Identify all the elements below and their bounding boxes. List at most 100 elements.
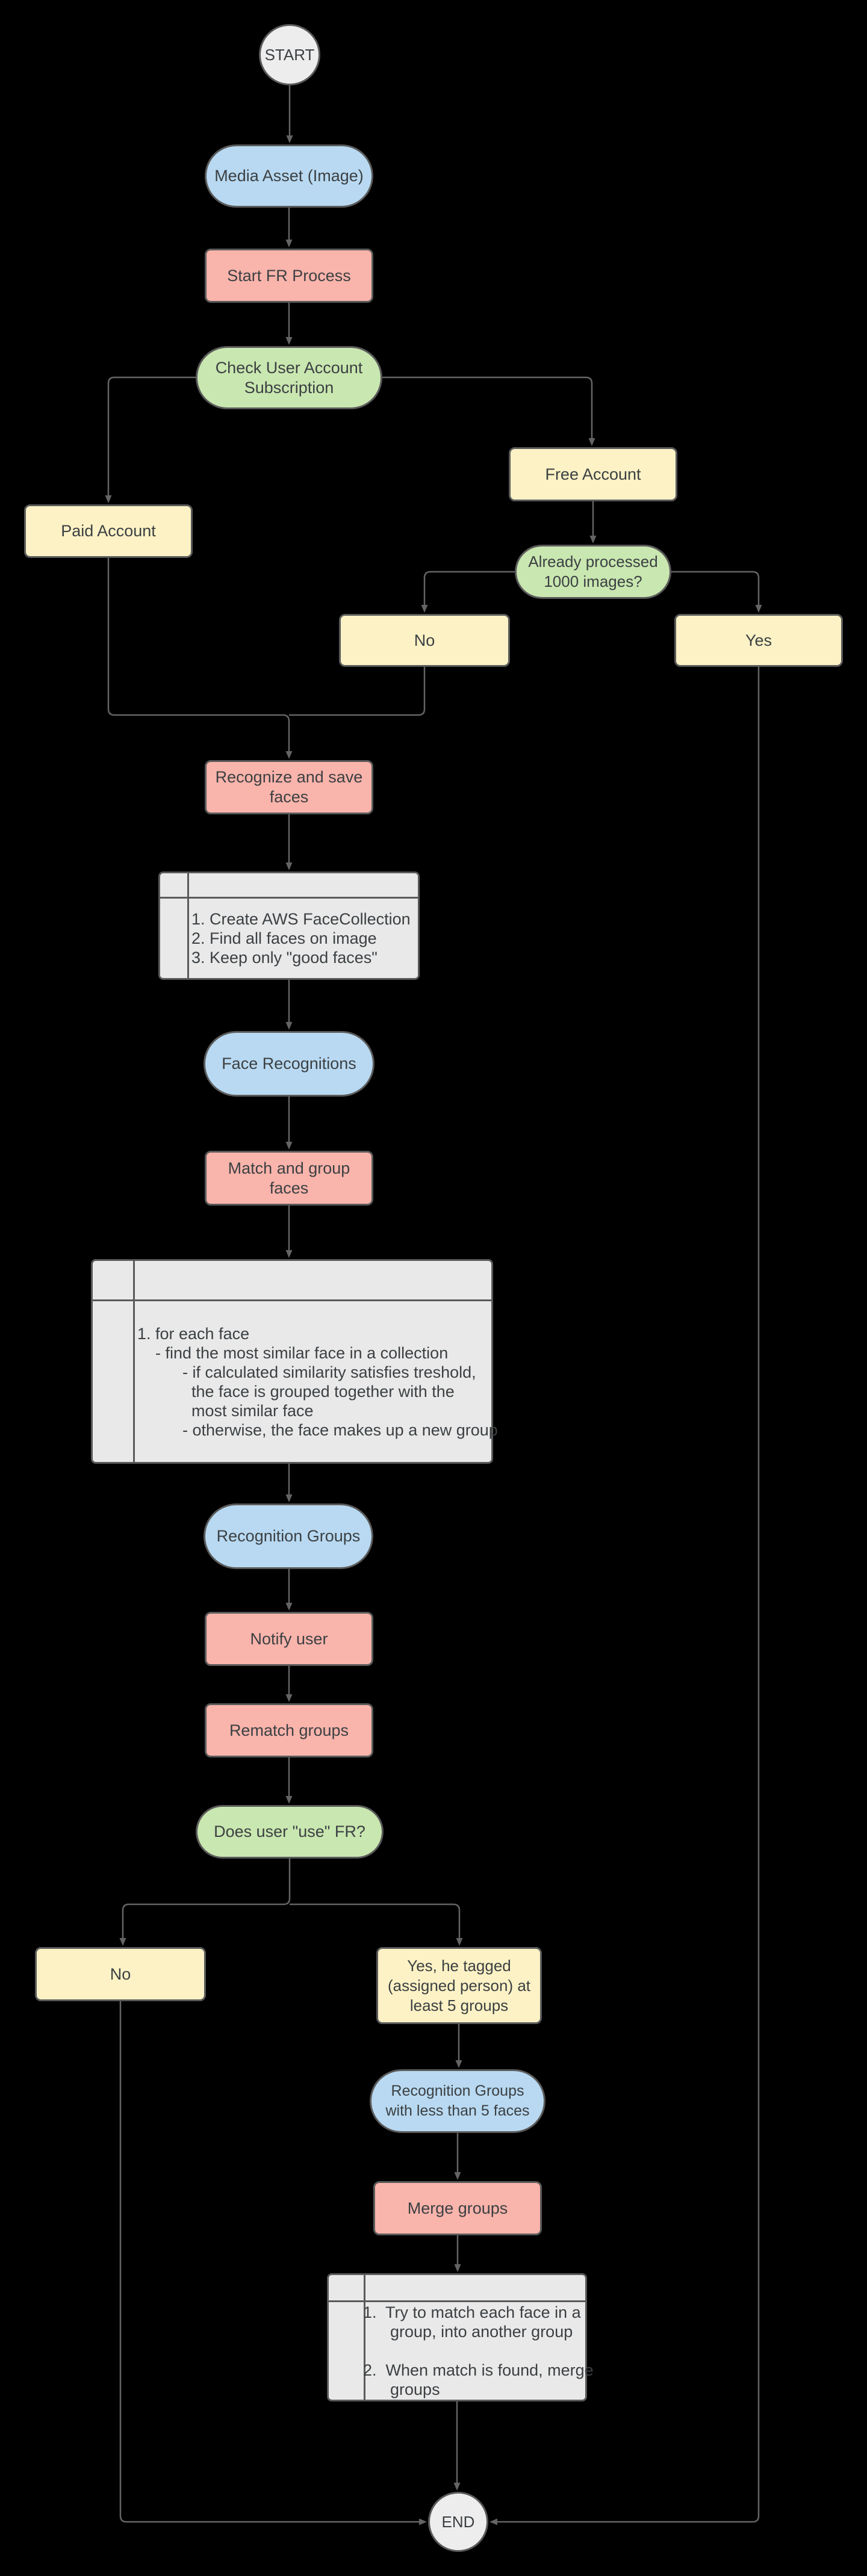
arrowhead-notify-to-rematch [285,1694,293,1702]
node-recognize-save-faces: Recognize and save faces [205,760,373,814]
arrowhead-check-to-free [588,438,595,446]
arrowhead-check-to-paid [105,495,112,503]
arrowhead-already-to-no1 [421,605,428,613]
note-line: 1. for each face [137,1324,250,1343]
node-label: Rematch groups [229,1721,349,1739]
arrowhead-media-to-startfr [285,240,293,247]
node-media-asset: Media Asset (Image) [205,144,373,208]
node-label: START [264,45,315,64]
arrowhead-start-to-media [286,135,293,143]
node-rematch-groups: Rematch groups [205,1703,373,1757]
node-face-recognitions: Face Recognitions [204,1031,374,1097]
note-line: - find the most similar face in a collec… [137,1343,449,1362]
node-label: Merge groups [407,2199,508,2217]
arrowhead-facerec-to-match [285,1142,293,1150]
edge-no1-to-merge [289,667,426,716]
note-line: 3. Keep only "good faces" [191,949,378,967]
arrowhead-no2-to-end [419,2518,427,2525]
note-line: - otherwise, the face makes up a new gro… [137,1420,498,1439]
arrowhead-rematch-to-does [285,1796,293,1804]
arrowhead-note2-to-recgroups [285,1494,293,1502]
node-yes-1: Yes [674,614,843,667]
arrowhead-already-to-yes1 [755,605,762,613]
arrowhead-merge-to-note3 [454,2264,461,2272]
arrowhead-recgroups-to-notify [285,1603,293,1611]
node-label: Media Asset (Image) [214,167,364,185]
arrowhead-recognize-to-note1 [285,862,293,870]
note-body-text: 1. Try to match each face in a group, in… [363,2302,594,2400]
note-header-divider [160,897,418,899]
arrowhead-free-to-already [589,536,597,543]
node-label: Check User Account [215,358,363,377]
note-line: 1. Create AWS FaceCollection [191,910,411,928]
arrowhead-paid-merge-to-recognize [285,751,293,759]
node-label: Yes [745,631,772,649]
node-label: Does user "use" FR? [214,1822,365,1841]
arrowhead-yes1-to-end [489,2518,497,2525]
note-column-divider [187,873,189,978]
node-label: Yes, he tagged [407,1956,511,1975]
node-label: Face Recognitions [222,1054,356,1073]
note-line: 2. Find all faces on image [191,929,377,947]
node-recognition-groups: Recognition Groups [204,1503,373,1569]
note-header-divider [93,1299,491,1301]
arrowhead-match-to-note2 [285,1250,293,1258]
edge-check-to-free [382,376,593,440]
arrowhead-does-to-yestagged [456,1938,463,1946]
note-line: group, into another group [363,2323,573,2341]
node-end: END [428,2492,488,2552]
node-label: Match and group [228,1159,350,1177]
arrowhead-groups5-to-merge [454,2172,461,2180]
node-label: Recognition Groups [391,2082,524,2099]
edge-already-to-no1 [423,571,515,607]
note-body-text: 1. for each face - find the most similar… [137,1301,498,1462]
node-no-1: No [339,614,510,667]
node-label: (assigned person) at [387,1976,531,1995]
node-merge-groups: Merge groups [373,2181,542,2235]
node-paid-account: Paid Account [24,504,193,558]
note-line: - if calculated similarity satisfies tre… [137,1363,476,1381]
node-label: faces [269,788,309,806]
arrowhead-yestagged-to-groups5 [455,2060,462,2068]
edge-paid-merge-to-recognize [107,558,290,753]
node-no-2: No [35,1947,206,2001]
note-line: most similar face [137,1401,314,1420]
node-label: Subscription [244,378,334,397]
arrowhead-startfr-to-check [285,337,293,345]
node-label: Recognition Groups [216,1527,361,1545]
node-label: Start FR Process [227,266,351,285]
note-header-divider [329,2300,585,2302]
node-label: Free Account [545,465,641,483]
edge-yes1-to-end [496,667,760,2523]
node-does-user-use-fr: Does user "use" FR? [196,1805,384,1859]
note-column-divider [133,1261,135,1462]
arrowhead-does-to-no2 [119,1938,126,1946]
note-line: groups [363,2380,440,2398]
note-column-divider [364,2275,365,2400]
edge-does-to-no2 [122,1859,291,1940]
node-label: with less than 5 faces [385,2102,530,2119]
node-label: No [110,1965,131,1983]
node-note-merge-logic: 1. Try to match each face in a group, in… [327,2273,594,2401]
edge-already-to-yes1 [671,571,760,607]
node-start-fr-process: Start FR Process [205,249,373,303]
node-label: No [414,631,435,649]
node-label: Recognize and save [215,768,363,786]
node-note-grouping-logic: 1. for each face - find the most similar… [91,1259,498,1464]
node-label: END [441,2512,475,2531]
node-label: Paid Account [61,522,156,540]
node-groups-less-5: Recognition Groups with less than 5 faces [370,2069,545,2133]
note-line: the face is grouped together with the [137,1382,455,1401]
edge-no2-to-end [119,2001,421,2523]
note-line: 2. When match is found, merge [363,2361,594,2379]
arrowhead-note3-to-end [453,2483,461,2491]
node-label: faces [269,1178,309,1197]
node-label: Notify user [250,1629,328,1648]
node-notify-user: Notify user [205,1612,373,1666]
